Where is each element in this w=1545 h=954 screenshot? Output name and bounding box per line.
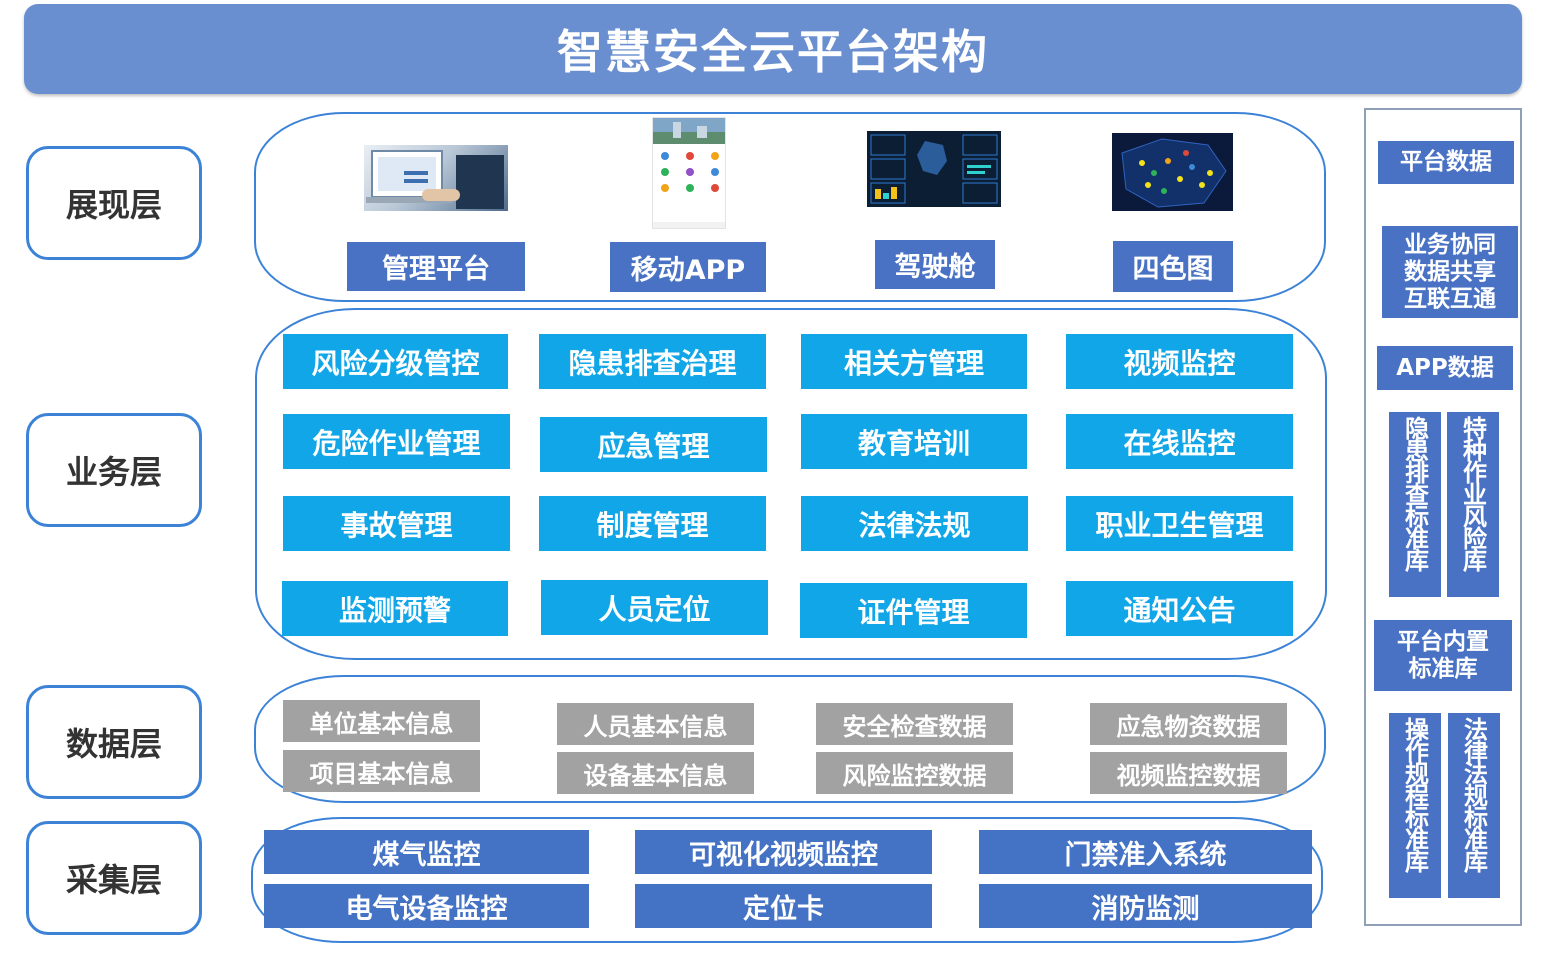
side-special-standard: 特种作业风险库 — [1447, 412, 1499, 597]
side-collab-line-2: 数据共享 — [1404, 258, 1496, 285]
side-builtin-line-1: 平台内置 — [1397, 628, 1489, 655]
data-item: 视频监控数据 — [1090, 752, 1287, 794]
layer-label-data: 数据层 — [26, 685, 202, 799]
side-collab-line-1: 业务协同 — [1404, 231, 1496, 258]
side-hazard-standard: 隐患排查标准库 — [1389, 412, 1441, 597]
data-item: 安全检查数据 — [816, 703, 1013, 745]
business-item: 事故管理 — [283, 496, 510, 551]
business-item: 应急管理 — [540, 417, 767, 472]
side-builtin-standard: 平台内置 标准库 — [1374, 620, 1512, 691]
side-operation-standard-label: 操作规程标准库 — [1400, 717, 1429, 871]
side-operation-standard: 操作规程标准库 — [1389, 713, 1441, 898]
business-item: 法律法规 — [801, 496, 1028, 551]
data-item: 项目基本信息 — [283, 750, 480, 792]
page-title: 智慧安全云平台架构 — [24, 4, 1522, 94]
business-item: 在线监控 — [1066, 414, 1293, 469]
side-platform-data: 平台数据 — [1378, 141, 1514, 184]
mobile-app-thumbnail — [652, 117, 726, 229]
layer-label-business: 业务层 — [26, 413, 202, 527]
collection-item: 定位卡 — [635, 884, 932, 928]
data-item: 设备基本信息 — [557, 752, 754, 794]
four-color-map-thumbnail — [1112, 133, 1233, 211]
data-item: 人员基本信息 — [557, 703, 754, 745]
management-platform-thumbnail — [364, 145, 508, 211]
side-law-standard: 法律法规标准库 — [1448, 713, 1500, 898]
layer-label-collection: 采集层 — [26, 821, 202, 935]
side-hazard-standard-label: 隐患排查标准库 — [1400, 416, 1429, 570]
business-item: 职业卫生管理 — [1066, 496, 1293, 551]
business-item: 视频监控 — [1066, 334, 1293, 389]
data-item: 单位基本信息 — [283, 700, 480, 742]
business-item: 制度管理 — [539, 496, 766, 551]
side-app-data: APP数据 — [1377, 346, 1513, 390]
collection-item: 可视化视频监控 — [635, 830, 932, 874]
data-item: 应急物资数据 — [1090, 703, 1287, 745]
collection-item: 煤气监控 — [264, 830, 589, 874]
presentation-item-four-color-map: 四色图 — [1113, 241, 1233, 292]
collection-item: 门禁准入系统 — [979, 830, 1312, 874]
presentation-item-management-platform: 管理平台 — [347, 242, 525, 291]
presentation-item-cockpit: 驾驶舱 — [875, 240, 995, 289]
collection-item: 电气设备监控 — [264, 884, 589, 928]
business-item: 通知公告 — [1066, 581, 1293, 636]
cockpit-thumbnail — [867, 131, 1001, 207]
layer-label-presentation: 展现层 — [26, 146, 202, 260]
business-item: 监测预警 — [282, 581, 508, 636]
business-item: 人员定位 — [541, 580, 768, 635]
collection-item: 消防监测 — [979, 884, 1312, 928]
presentation-item-mobile-app: 移动APP — [610, 242, 766, 292]
business-item: 教育培训 — [801, 414, 1027, 469]
side-builtin-line-2: 标准库 — [1408, 655, 1478, 682]
business-item: 证件管理 — [800, 583, 1027, 638]
business-item: 风险分级管控 — [283, 334, 508, 389]
side-special-standard-label: 特种作业风险库 — [1458, 416, 1487, 570]
side-law-standard-label: 法律法规标准库 — [1459, 717, 1488, 871]
data-item: 风险监控数据 — [816, 752, 1013, 794]
business-item: 危险作业管理 — [283, 414, 510, 469]
business-item: 相关方管理 — [801, 334, 1027, 389]
business-item: 隐患排查治理 — [539, 334, 766, 389]
side-collaboration: 业务协同 数据共享 互联互通 — [1382, 226, 1518, 318]
side-collab-line-3: 互联互通 — [1404, 285, 1496, 312]
